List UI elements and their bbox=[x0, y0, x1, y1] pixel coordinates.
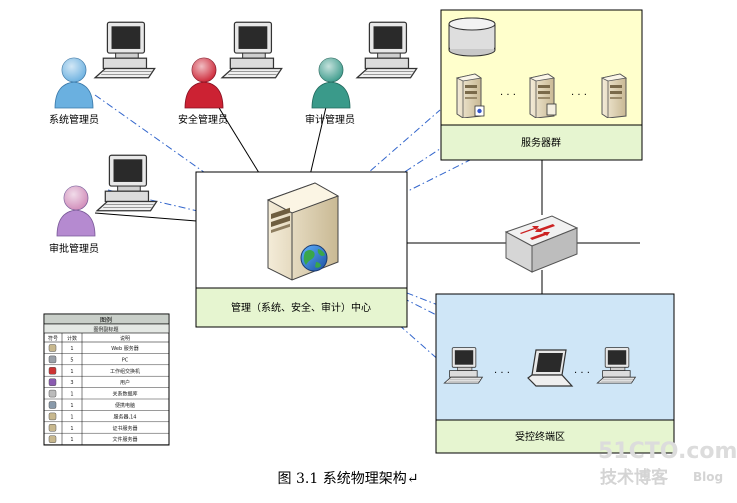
legend-header-desc: 说明 bbox=[120, 335, 130, 342]
legend-row-desc: 服务器,14 bbox=[114, 413, 137, 420]
legend-row-desc: Web 服务器 bbox=[111, 345, 139, 352]
server-ellipsis-1: · · · bbox=[500, 90, 516, 101]
legend-user-icon bbox=[48, 378, 57, 386]
audit-admin-label: 审计管理员 bbox=[305, 113, 355, 126]
watermark-line2: 技术博客 bbox=[600, 467, 669, 488]
legend-laptop-icon bbox=[48, 401, 57, 409]
legend-row-count: 5 bbox=[70, 357, 73, 363]
legend-row-count: 1 bbox=[70, 437, 73, 443]
sec-admin-label: 安全管理员 bbox=[178, 113, 228, 126]
legend-subtitle: 图例副标题 bbox=[93, 326, 118, 333]
legend-row-count: 1 bbox=[70, 392, 73, 398]
legend-row-count: 1 bbox=[70, 426, 73, 432]
legend-header-symbol: 符号 bbox=[48, 335, 58, 342]
legend-row-desc: 便携电脑 bbox=[115, 402, 135, 409]
legend-row-count: 1 bbox=[70, 414, 73, 420]
legend-row-count: 1 bbox=[70, 346, 73, 352]
figure-caption: 图 3.1 系统物理架构↵ bbox=[278, 471, 419, 487]
terminal-ellipsis-2: · · · bbox=[574, 368, 590, 379]
approval-admin-user-icon bbox=[56, 185, 96, 237]
server-group-zone: 服务器群 · · · · · · bbox=[440, 9, 643, 161]
legend-row-desc: PC bbox=[122, 357, 129, 363]
legend-cert-server-icon bbox=[48, 424, 57, 432]
sec-admin-pc-icon bbox=[221, 21, 283, 79]
legend-pc-icon bbox=[48, 355, 57, 364]
legend-row-desc: 工作组交换机 bbox=[110, 368, 140, 375]
terminal-zone-label: 受控终端区 bbox=[515, 430, 565, 443]
watermark-line1: 51CTO.com bbox=[598, 439, 737, 464]
terminal-ellipsis-1: · · · bbox=[494, 368, 510, 379]
legend-title: 图例 bbox=[100, 316, 112, 324]
sec-admin-user-icon bbox=[184, 57, 224, 109]
legend-row-count: 1 bbox=[70, 369, 73, 375]
sys-admin-label: 系统管理员 bbox=[49, 113, 99, 126]
legend-file-server-icon bbox=[48, 435, 57, 443]
legend-web-server-icon bbox=[48, 344, 57, 352]
terminal-zone: 受控终端区 · · · · · · bbox=[435, 293, 675, 454]
legend-row-desc: 文件服务器 bbox=[112, 436, 137, 443]
laptop-icon bbox=[527, 349, 574, 387]
legend-header-count: 计数 bbox=[67, 335, 77, 342]
legend-row-desc: 证书服务器 bbox=[112, 425, 137, 432]
legend-row-count: 3 bbox=[70, 380, 73, 386]
server-ellipsis-2: · · · bbox=[571, 90, 587, 101]
approval-admin-label: 审批管理员 bbox=[49, 242, 99, 255]
approval-admin-pc-icon bbox=[96, 154, 158, 212]
legend-row-desc: 用户 bbox=[120, 379, 130, 386]
mgmt-center-label: 管理（系统、安全、审计）中心 bbox=[231, 301, 371, 314]
mgmt-center-zone: 管理（系统、安全、审计）中心 bbox=[195, 171, 408, 328]
watermark: 51CTO.com 技术博客 Blog bbox=[598, 439, 737, 488]
audit-admin-user-icon bbox=[311, 57, 351, 109]
audit-admin-pc-icon bbox=[356, 21, 418, 79]
globe-icon bbox=[300, 244, 328, 272]
legend-row-desc: 关系数据库 bbox=[112, 391, 137, 398]
legend-server-icon bbox=[48, 412, 57, 421]
legend-switch-icon bbox=[48, 367, 57, 375]
legend-row-count: 1 bbox=[70, 403, 73, 409]
server-group-label: 服务器群 bbox=[521, 136, 561, 149]
workgroup-switch-icon bbox=[504, 215, 579, 273]
sys-admin-pc-icon bbox=[94, 21, 156, 79]
database-icon bbox=[448, 17, 496, 57]
legend-rows: 1 Web 服务器 5 PC 1 工作组交换机 3 用户 1 关系数据库 1 便携电脑 1 服务器,14 1… bbox=[44, 344, 169, 445]
watermark-line3: Blog bbox=[693, 470, 723, 484]
sys-admin-user-icon bbox=[54, 57, 94, 109]
server-icon bbox=[601, 73, 627, 118]
legend-database-icon bbox=[48, 389, 57, 398]
